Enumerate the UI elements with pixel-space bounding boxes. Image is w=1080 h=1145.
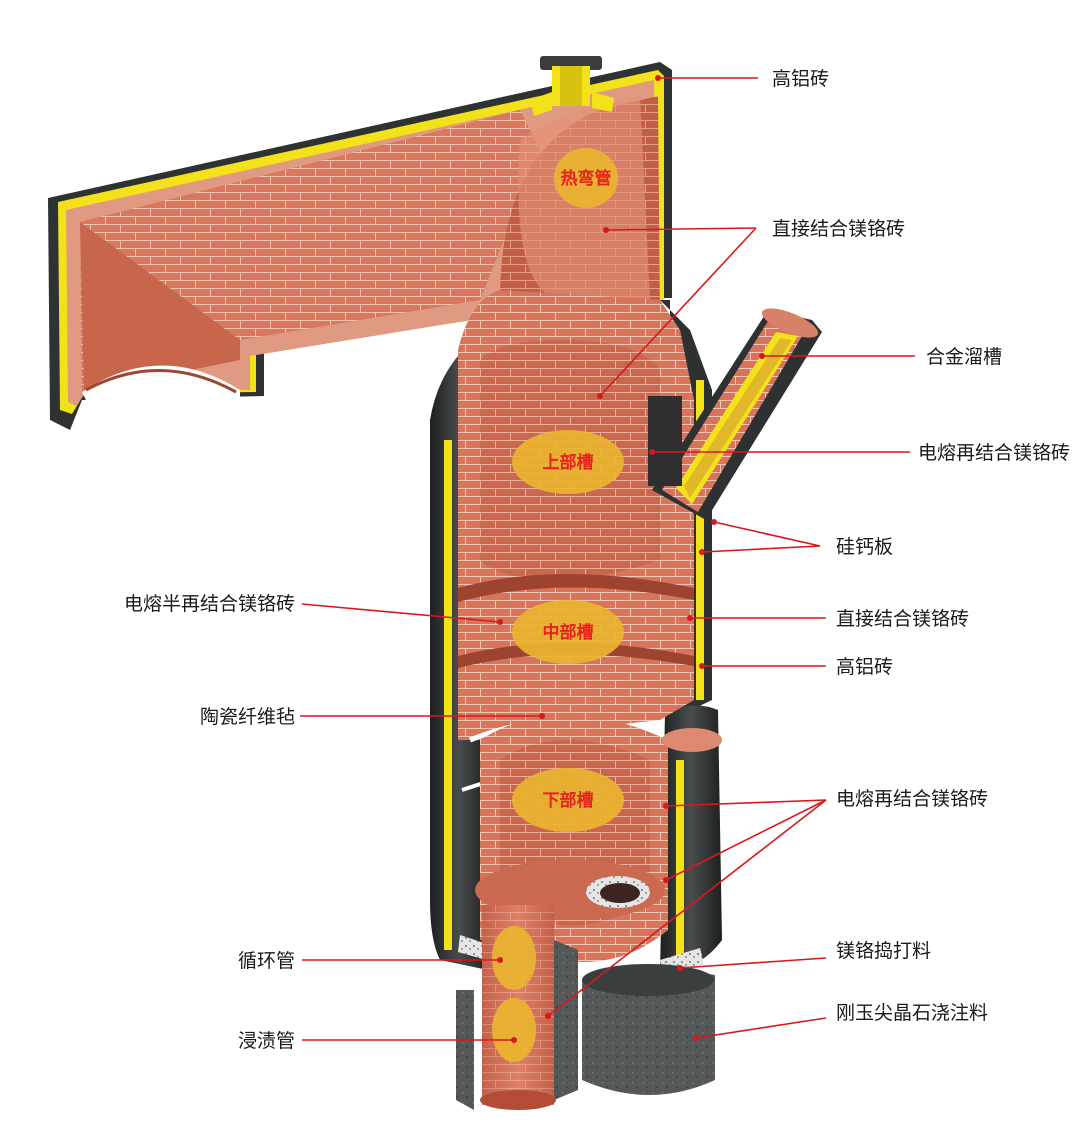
label-alloy-chute: 合金溜槽 (926, 346, 1002, 368)
label-high-alumina-brick-top: 高铝砖 (772, 68, 829, 90)
label-direct-bonded-magchrome-top: 直接结合镁铬砖 (772, 218, 905, 240)
label-magchrome-ramming-mass: 镁铬捣打料 (836, 940, 931, 962)
middle-trough-marker (512, 600, 624, 664)
label-fused-rebonded-magchrome-low: 电熔再结合镁铬砖 (836, 788, 988, 810)
label-corundum-spinel-castable: 刚玉尖晶石浇注料 (836, 1002, 988, 1024)
label-calcium-silicate-board: 硅钙板 (836, 536, 893, 558)
upper-trough-marker (512, 430, 624, 494)
label-fused-semi-rebonded-magchrome: 电熔半再结合镁铬砖 (124, 593, 295, 615)
label-fused-rebonded-magchrome-top: 电熔再结合镁铬砖 (918, 442, 1070, 464)
zone-markers: 热弯管 上部槽 中部槽 下部槽 (492, 148, 624, 1062)
leader-lines (300, 75, 915, 1043)
label-circulation-tube: 循环管 (238, 950, 295, 972)
callout-labels: 高铝砖 直接结合镁铬砖 合金溜槽 电熔再结合镁铬砖 硅钙板 直接结合镁铬砖 高铝… (124, 68, 1070, 1052)
hot-bend-zone-marker (554, 148, 618, 208)
label-immersion-tube: 浸渍管 (238, 1030, 295, 1052)
immersion-tube-marker (492, 998, 536, 1062)
hot-bend-zone-label: 热弯管 (561, 168, 612, 189)
label-ceramic-fibre-felt: 陶瓷纤维毡 (200, 706, 295, 728)
middle-trough-label: 中部槽 (543, 622, 594, 643)
lower-trough-marker (512, 768, 624, 832)
upper-trough-label: 上部槽 (543, 452, 594, 473)
lower-trough-label: 下部槽 (543, 790, 594, 811)
label-high-alumina-brick-mid: 高铝砖 (836, 656, 893, 678)
hot-bend-pipe (48, 56, 672, 430)
label-direct-bonded-magchrome-mid: 直接结合镁铬砖 (836, 608, 969, 630)
circulation-tube-marker (492, 926, 536, 990)
alloy-chute (648, 308, 822, 520)
